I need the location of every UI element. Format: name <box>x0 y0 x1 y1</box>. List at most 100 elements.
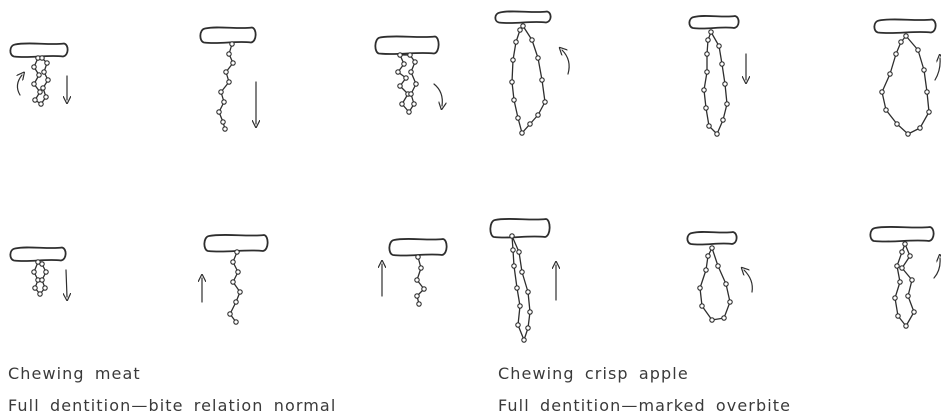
chewing-path-top-2-point <box>221 120 225 124</box>
chewing-path-top-6-point <box>922 68 926 72</box>
chewing-path-bottom-6-point <box>910 278 914 282</box>
chewing-path-top-3-point <box>404 76 408 80</box>
chewing-path-top-6 <box>882 36 929 134</box>
chewing-path-bottom-2-point <box>228 312 232 316</box>
chewing-path-top-4-point <box>530 38 534 42</box>
chewing-path-top-3-point <box>400 102 404 106</box>
chewing-path-bottom-2-point <box>236 270 240 274</box>
arrow-down-bottom-1 <box>66 270 67 297</box>
chewing-path-bottom-3-point <box>416 255 420 259</box>
chewing-path-top-3-point <box>402 62 406 66</box>
chewing-path-bottom-4-point <box>511 248 515 252</box>
chewing-path-top-4-point <box>528 122 532 126</box>
chewing-path-top-2 <box>219 44 233 129</box>
chewing-path-bottom-6-point <box>903 242 907 246</box>
chewing-path-bottom-4-point <box>522 338 526 342</box>
tooth-outline-top-1 <box>10 43 67 57</box>
chewing-path-top-5-point <box>725 102 729 106</box>
chewing-path-top-2-point <box>227 52 231 56</box>
tooth-outline-top-3 <box>375 36 438 54</box>
chewing-path-top-2-point <box>231 61 235 65</box>
chewing-path-bottom-1-point <box>38 292 42 296</box>
chewing-path-top-5-point <box>707 124 711 128</box>
chewing-path-top-5-point <box>715 132 719 136</box>
chewing-path-top-3-point <box>398 84 402 88</box>
tooth-outline-top-2 <box>200 27 255 43</box>
chewing-path-top-3-point <box>409 70 413 74</box>
chewing-path-top-2-point <box>230 42 234 46</box>
tooth-outline-bottom-2 <box>204 235 267 252</box>
chewing-path-bottom-2-point <box>235 250 239 254</box>
chewing-path-top-2-point <box>219 90 223 94</box>
arrow-up-bottom-5 <box>744 270 752 292</box>
chewing-path-top-4-point <box>536 113 540 117</box>
chewing-path-top-1-point <box>32 82 36 86</box>
chewing-path-top-4-point <box>536 56 540 60</box>
chewing-path-bottom-4-point <box>520 270 524 274</box>
chewing-path-top-4-point <box>521 24 525 28</box>
tooth-outline-bottom-3 <box>389 239 446 256</box>
chewing-path-bottom-4-point <box>526 326 530 330</box>
chewing-path-bottom-1-point <box>32 270 36 274</box>
chewing-path-bottom-4-point <box>510 234 514 238</box>
chewing-path-top-6-point <box>884 108 888 112</box>
chewing-path-top-1-point <box>40 56 44 60</box>
chewing-path-top-6-point <box>904 34 908 38</box>
chewing-path-top-5-point <box>720 62 724 66</box>
chewing-path-bottom-6-point <box>896 314 900 318</box>
chewing-path-bottom-5-point <box>716 264 720 268</box>
chewing-path-top-6-point <box>916 48 920 52</box>
chewing-path-bottom-6-point <box>895 264 899 268</box>
chewing-path-bottom-6-point <box>898 280 902 284</box>
chewing-path-bottom-4-point <box>516 323 520 327</box>
chewing-path-top-4-point <box>540 78 544 82</box>
chewing-path-bottom-3-point <box>417 302 421 306</box>
chewing-path-top-2-point <box>227 80 231 84</box>
chewing-path-bottom-2-point <box>231 280 235 284</box>
chewing-path-top-5-point <box>705 70 709 74</box>
chewing-path-bottom-4-point <box>526 290 530 294</box>
chewing-path-top-3-point <box>414 82 418 86</box>
arrow-down-top-3 <box>434 84 442 106</box>
chewing-path-bottom-2-point <box>234 300 238 304</box>
chewing-path-top-5-point <box>705 52 709 56</box>
chewing-path-top-1-point <box>37 73 41 77</box>
chewing-path-bottom-3-point <box>415 278 419 282</box>
chewing-path-top-1-point <box>38 90 42 94</box>
chewing-path-top-1-point <box>33 98 37 102</box>
chewing-path-top-5-point <box>717 44 721 48</box>
chewing-path-bottom-4-point <box>512 264 516 268</box>
caption-chewing-apple: Chewing crisp apple <box>498 364 689 383</box>
chewing-path-top-5-point <box>723 82 727 86</box>
chewing-path-top-1-point <box>46 78 50 82</box>
chewing-path-top-5-point <box>706 38 710 42</box>
chewing-path-bottom-2-point <box>234 320 238 324</box>
chewing-path-bottom-5-point <box>710 246 714 250</box>
chewing-path-top-5-point <box>709 30 713 34</box>
chewing-path-top-1-point <box>32 65 36 69</box>
chewing-path-top-3-point <box>398 53 402 57</box>
chewing-path-top-6-point <box>894 52 898 56</box>
chewing-path-bottom-1-point <box>40 278 44 282</box>
arrow-up-top-6 <box>935 58 940 80</box>
chewing-path-bottom-5-point <box>698 286 702 290</box>
chewing-path-top-4-point <box>520 131 524 135</box>
chewing-path-top-4-point <box>516 116 520 120</box>
chewing-path-bottom-4-point <box>528 310 532 314</box>
tooth-outline-bottom-1 <box>10 247 65 261</box>
chewing-path-top-4-point <box>510 80 514 84</box>
chewing-path-top-2-point <box>217 110 221 114</box>
chewing-path-top-3-point <box>396 70 400 74</box>
chewing-path-top-6-point <box>888 72 892 76</box>
caption-bite-normal: Full dentition—bite relation normal <box>8 396 336 415</box>
chewing-path-bottom-6-point <box>904 324 908 328</box>
chewing-path-bottom-6-point <box>906 294 910 298</box>
chewing-path-bottom-6-point <box>900 266 904 270</box>
tooth-outline-top-4 <box>495 11 550 23</box>
chewing-path-bottom-6-point <box>900 250 904 254</box>
chewing-path-top-4-point <box>518 28 522 32</box>
chewing-path-bottom-1-point <box>44 270 48 274</box>
chewing-path-bottom-1-point <box>33 286 37 290</box>
chewing-path-bottom-6-point <box>893 296 897 300</box>
